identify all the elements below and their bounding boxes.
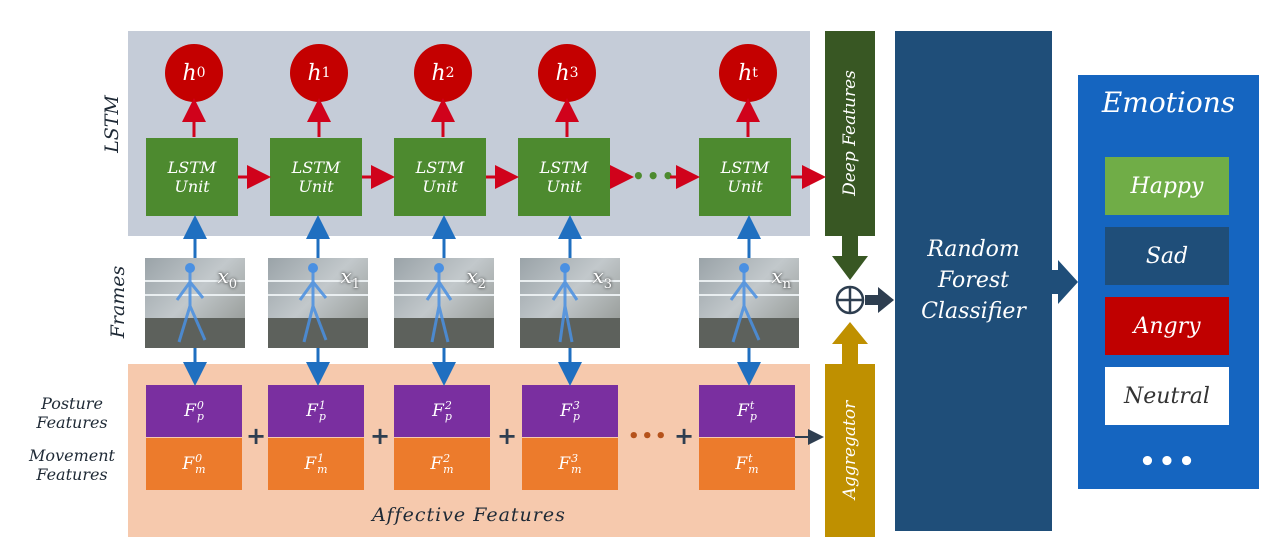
skeleton-icon (729, 263, 761, 343)
deep-features-bar: Deep Features (825, 31, 875, 236)
frame-2: x2 (394, 258, 494, 348)
skeleton-icon (425, 263, 453, 343)
affective-features-label: Affective Features (372, 504, 566, 526)
frame-1: x1 (268, 258, 368, 348)
aggregator-bar: Aggregator (825, 364, 875, 537)
posture-features-label: Posture Features (36, 394, 108, 432)
features-ellipsis: ••• (628, 426, 669, 447)
combine-operator-icon (835, 285, 865, 315)
plus-sign: + (246, 422, 267, 450)
frame-label-n: xn (771, 264, 791, 292)
emotions-more: ••• (1139, 447, 1198, 477)
movement-features-label: Movement Features (29, 446, 115, 484)
lstm-ellipsis: ••• (632, 164, 677, 188)
frame-label-0: x0 (217, 264, 237, 292)
frame-label-2: x2 (466, 264, 486, 292)
emotion-angry: Angry (1105, 297, 1229, 355)
plus-sign: + (370, 422, 391, 450)
random-forest-label: Random Forest Classifier (921, 237, 1026, 324)
frame-n: xn (699, 258, 799, 348)
frame-3: x3 (520, 258, 620, 348)
emotion-sad: Sad (1105, 227, 1229, 285)
emotion-neutral: Neutral (1105, 367, 1229, 425)
emotions-title: Emotions (1101, 86, 1236, 119)
random-forest-classifier (895, 31, 1052, 531)
emotion-happy: Happy (1105, 157, 1229, 215)
skeleton-icon (175, 263, 207, 343)
frame-label-3: x3 (592, 264, 612, 292)
skeleton-icon (298, 263, 328, 343)
frame-label-1: x1 (340, 264, 360, 292)
plus-sign: + (674, 422, 695, 450)
skeleton-icon (551, 263, 579, 343)
plus-sign: + (497, 422, 518, 450)
frame-0: x0 (145, 258, 245, 348)
